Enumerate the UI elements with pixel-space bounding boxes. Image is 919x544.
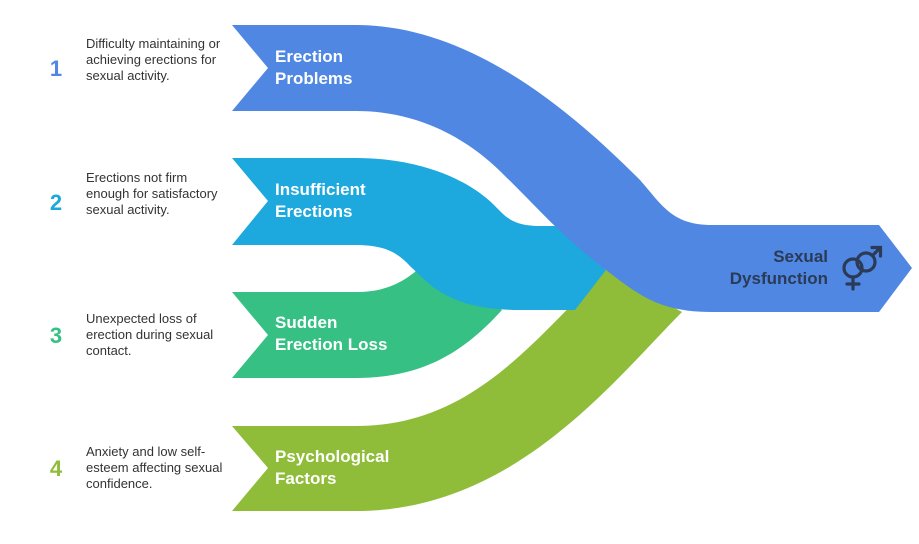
step-number-4: 4 <box>49 456 63 481</box>
stream-label-1-line1: Erection <box>275 47 344 66</box>
step-description-4: Anxiety and low self-esteem affecting se… <box>86 444 223 491</box>
stream-label-3: Sudden Erection Loss <box>275 312 387 356</box>
stream-psychological-factors <box>232 270 682 511</box>
stream-label-2-line2: Erections <box>275 202 353 221</box>
step-number-3: 3 <box>49 323 63 348</box>
step-number-1: 1 <box>49 56 63 81</box>
target-label-line1: Sexual <box>773 247 828 266</box>
step-description-1: Difficulty maintaining or achieving erec… <box>86 36 221 83</box>
stream-label-4-line1: Psychological <box>275 447 390 466</box>
stream-label-1: Erection Problems <box>275 46 352 90</box>
stream-label-3-line2: Erection Loss <box>275 335 388 354</box>
gender-symbols-icon <box>842 245 883 291</box>
stream-label-4-line2: Factors <box>275 469 337 488</box>
stream-label-4: Psychological Factors <box>275 446 389 490</box>
stream-label-2: Insufficient Erections <box>275 179 366 223</box>
stream-insufficient-erections <box>232 158 606 310</box>
stream-erection-problems <box>232 25 912 312</box>
target-label: Sexual Dysfunction <box>724 246 828 290</box>
step-number-2: 2 <box>49 190 63 215</box>
stream-label-3-line1: Sudden <box>275 313 338 332</box>
target-label-line2: Dysfunction <box>729 269 828 288</box>
stream-label-1-line2: Problems <box>275 69 353 88</box>
step-description-3: Unexpected loss of erection during sexua… <box>86 311 214 358</box>
stream-label-2-line1: Insufficient <box>275 180 366 199</box>
stream-sudden-erection-loss <box>232 264 502 378</box>
step-description-2: Erections not firm enough for satisfacto… <box>86 170 218 217</box>
